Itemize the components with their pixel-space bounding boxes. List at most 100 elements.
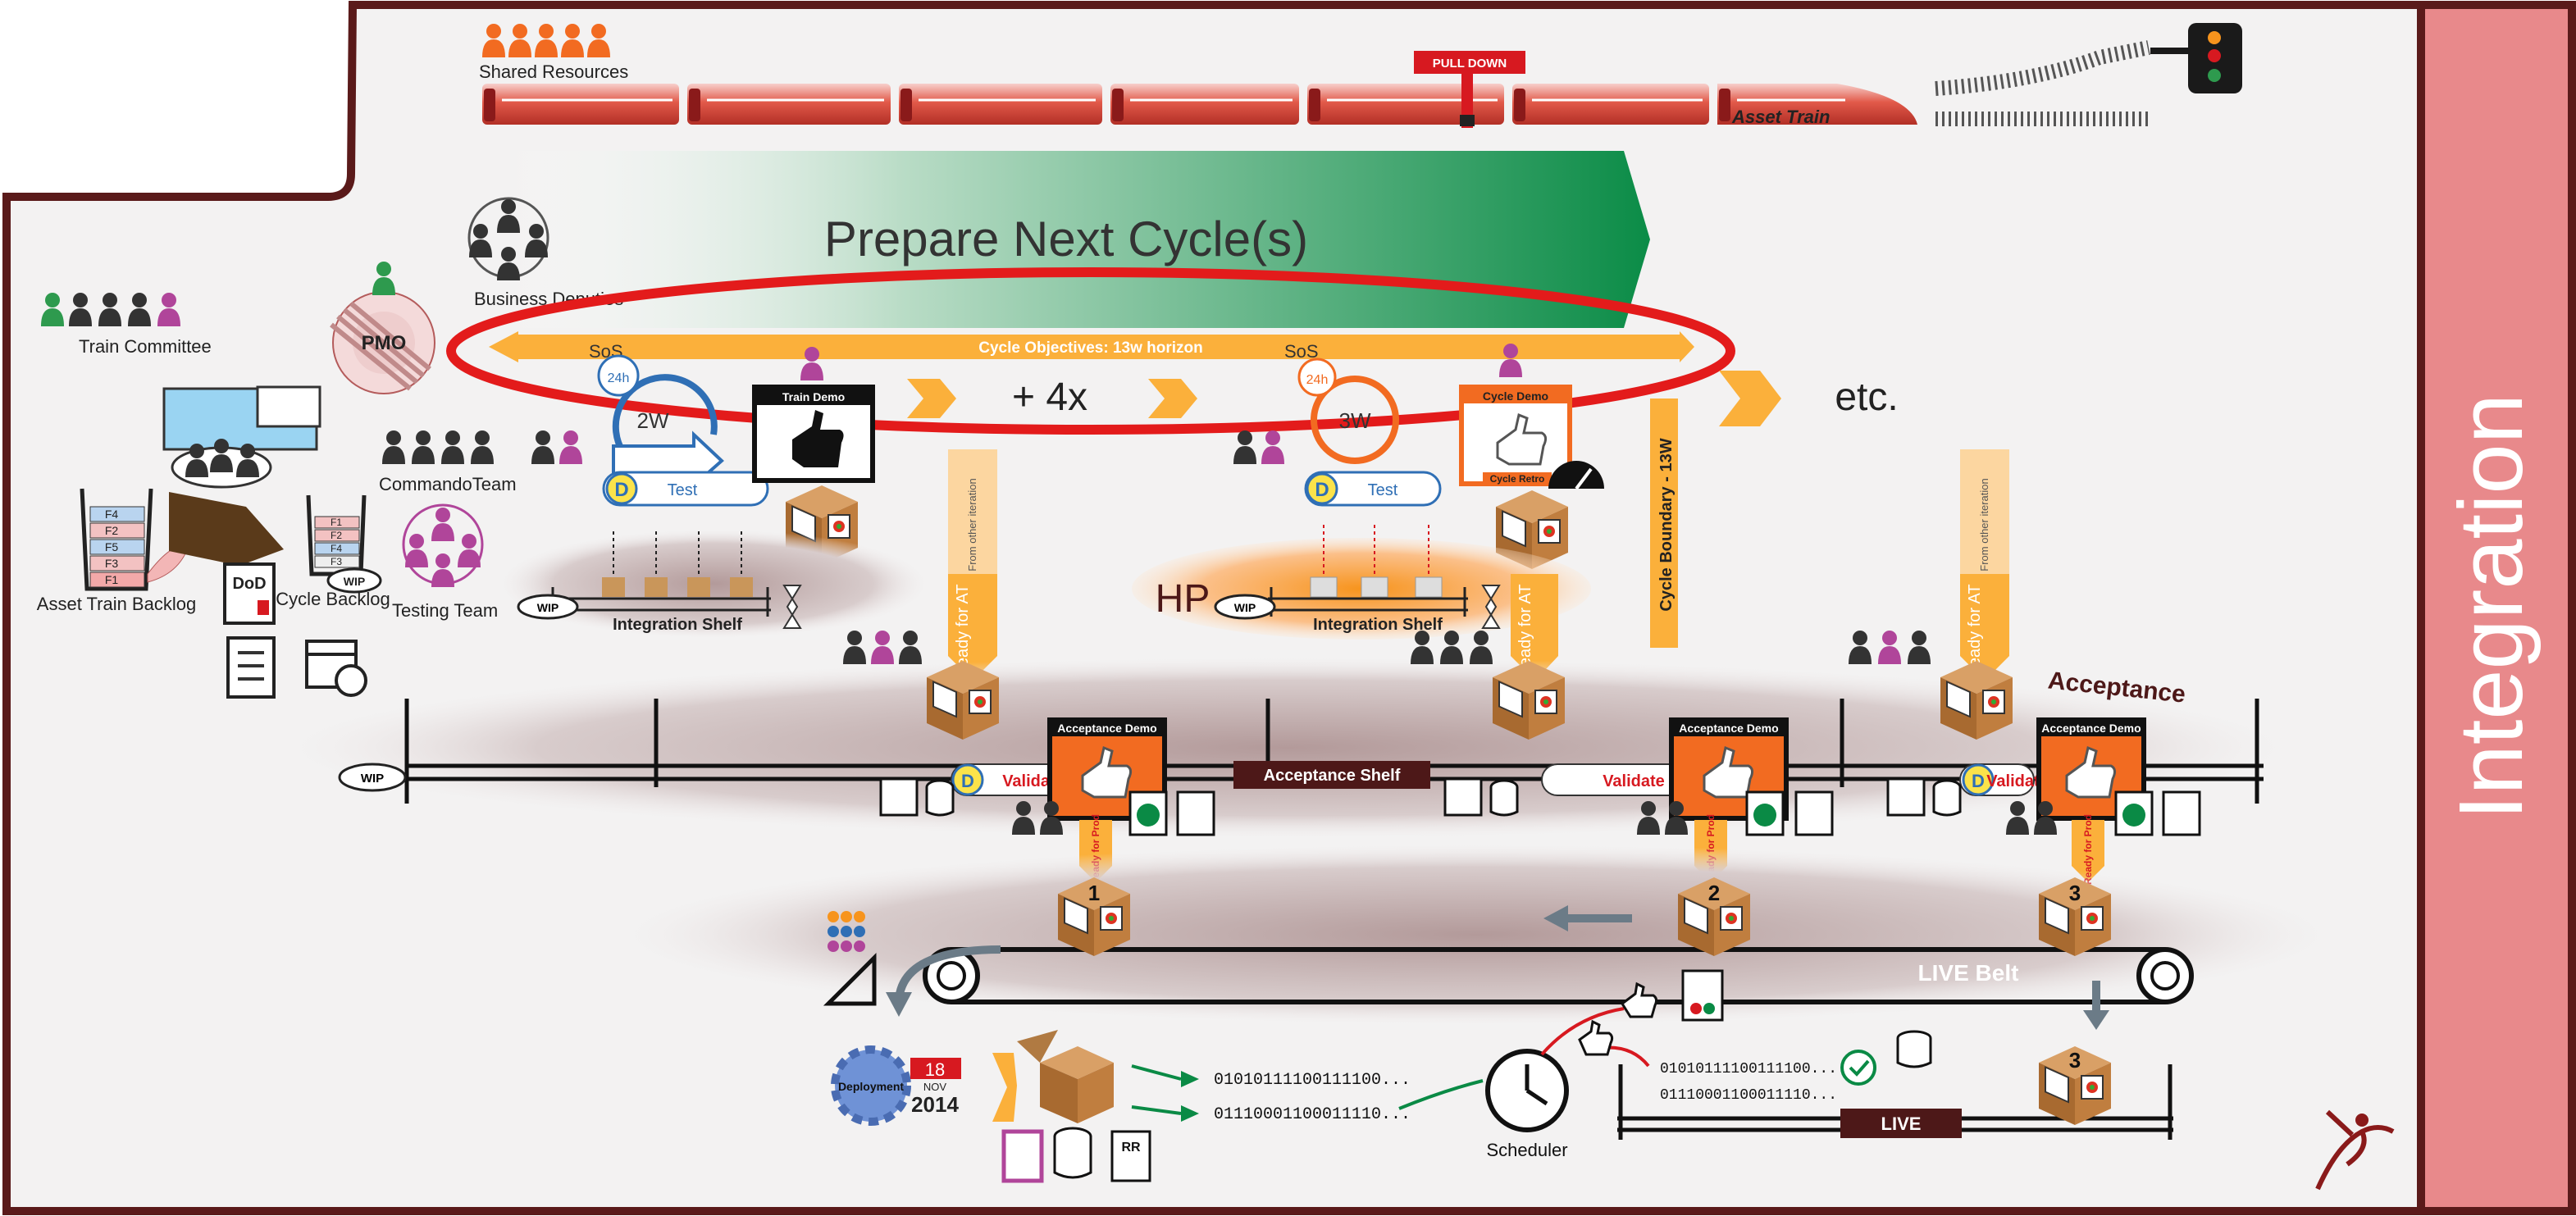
hourglass-icon — [782, 585, 802, 629]
from-other-iteration-label: From other iteration — [966, 478, 978, 571]
test-pill[interactable] — [1304, 471, 1442, 507]
testing-team-icon — [402, 503, 484, 587]
backlog-item: F1 — [331, 517, 342, 528]
validate-label: Validate — [1986, 772, 2049, 790]
date-day: 18 — [925, 1059, 945, 1080]
live-belt-zone — [623, 845, 2329, 1025]
sos-label: SoS — [1284, 341, 1319, 362]
integration-items — [602, 531, 753, 597]
sprint-3w-label: 3W — [1339, 408, 1371, 433]
chevron-arrow — [992, 1053, 1017, 1122]
deployment-label: Deployment — [838, 1080, 904, 1093]
backlog-item: F4 — [105, 508, 119, 521]
test-label: Test — [668, 481, 698, 499]
test-label: Test — [1368, 481, 1398, 499]
ready-for-at-label: Ready for AT — [954, 584, 972, 678]
checklist-document[interactable] — [226, 636, 276, 699]
binary-stream: 01110001100011110... — [1214, 1105, 1411, 1124]
traffic-signal-icon — [2150, 23, 2242, 93]
wip-badge — [326, 567, 382, 594]
hp-label: HP — [1156, 577, 1210, 621]
deployment-gear-icon[interactable] — [831, 1045, 911, 1126]
d-label: D — [961, 771, 974, 791]
acceptance-shelf-label: Acceptance Shelf — [1264, 767, 1401, 785]
prepare-next-cycle-label: Prepare Next Cycle(s) — [824, 212, 1308, 266]
pull-down-label: PULL DOWN — [1433, 57, 1507, 71]
box-number: 1 — [1088, 881, 1100, 905]
dod-document[interactable] — [223, 562, 276, 625]
acceptance-demo-board[interactable] — [1669, 717, 1789, 821]
pull-down-handle[interactable] — [1414, 51, 1525, 128]
ruler-triangle-icon — [823, 952, 877, 1006]
ready-for-prod-label: Ready for Prod — [2082, 814, 2094, 885]
plus-4x-label: + 4x — [1012, 376, 1087, 419]
validate-unit[interactable] — [1959, 763, 2035, 796]
meeting-room-icon — [162, 385, 321, 489]
asset-train-backlog-label: Asset Train Backlog — [37, 594, 196, 614]
ready-for-at-arrows — [948, 574, 2009, 681]
from-other-iteration-label: From other iteration — [1978, 478, 1990, 571]
acceptance-demo-label: Acceptance Demo — [1679, 722, 1778, 735]
scheduler-label: Scheduler — [1486, 1140, 1567, 1160]
acceptance-demo-board[interactable] — [2036, 717, 2146, 821]
cycle-objectives-label: Cycle Objectives: 13w horizon — [978, 339, 1202, 357]
cycle-boundary-label: Cycle Boundary - 13W — [1657, 438, 1676, 611]
highlight-ellipse — [446, 267, 1735, 435]
integration-shelf-label: Integration Shelf — [1313, 616, 1443, 634]
release-box — [1940, 660, 2013, 740]
dancer-logo-icon — [2315, 1109, 2395, 1191]
cycle-demo-board[interactable] — [1459, 385, 1572, 486]
asset-train[interactable] — [482, 84, 1917, 125]
wip-label: WIP — [537, 601, 559, 614]
release-box — [1492, 660, 1566, 740]
backlog-item: F5 — [105, 540, 119, 553]
backlog-item: F2 — [105, 524, 119, 537]
calendar-clock-icon — [305, 640, 367, 697]
date-month: NOV — [923, 1081, 947, 1093]
approval-icons — [1578, 969, 1724, 1056]
pmo-seal[interactable] — [330, 262, 435, 394]
train-demo-board[interactable] — [752, 385, 875, 483]
wip-label: WIP — [1234, 601, 1256, 614]
box-number: 3 — [2069, 881, 2081, 905]
binary-stream: 01010111100111100... — [1660, 1061, 1837, 1077]
ready-for-at-label: Ready for AT — [1516, 584, 1534, 678]
d-label: D — [614, 479, 628, 501]
live-belt[interactable] — [923, 947, 2194, 1004]
acceptance-shelf-badge — [1233, 761, 1430, 789]
backlog-item: F3 — [331, 556, 342, 567]
etc-label: etc. — [1835, 376, 1898, 419]
acceptance-tools-icons — [879, 777, 2201, 836]
open-box-icon — [1017, 1030, 1114, 1123]
side-tab[interactable] — [2417, 1, 2576, 1215]
schedule-arrow — [1540, 1007, 1625, 1056]
d-label: D — [1972, 771, 1985, 791]
commando-team-label: CommandoTeam — [379, 474, 517, 494]
box-number: 2 — [1708, 881, 1720, 905]
train-committee-label: Train Committee — [79, 336, 212, 357]
24h-label: 24h — [1306, 373, 1329, 387]
deploy-flow-arrows — [1131, 1064, 1484, 1115]
pmo-label: PMO — [362, 332, 407, 354]
d-label: D — [1315, 479, 1329, 501]
train-demo-label: Train Demo — [782, 390, 845, 403]
acceptance-demo-board[interactable] — [1047, 717, 1167, 821]
rr-label: RR — [1121, 1141, 1141, 1155]
speedometer-icon — [1548, 461, 1604, 490]
asset-train-backlog[interactable] — [80, 488, 153, 591]
scheduler-clock-icon[interactable] — [1485, 1049, 1569, 1132]
acceptance-demo-label: Acceptance Demo — [2041, 722, 2141, 735]
integration-items — [1310, 525, 1443, 598]
wip-label: WIP — [344, 575, 365, 588]
release-box — [926, 660, 1000, 740]
test-pill[interactable] — [602, 471, 769, 507]
chevron-arrows — [907, 371, 1781, 426]
thumbs-up-icon — [1496, 412, 1548, 466]
transfer-arrow-icon — [169, 492, 284, 566]
box-number: 3 — [2069, 1048, 2081, 1073]
validate-label: Validate — [1603, 772, 1665, 790]
testing-team-label: Testing Team — [392, 600, 498, 621]
cycle-demo-label: Cycle Demo — [1483, 389, 1548, 403]
business-deputies-icon — [467, 197, 549, 280]
